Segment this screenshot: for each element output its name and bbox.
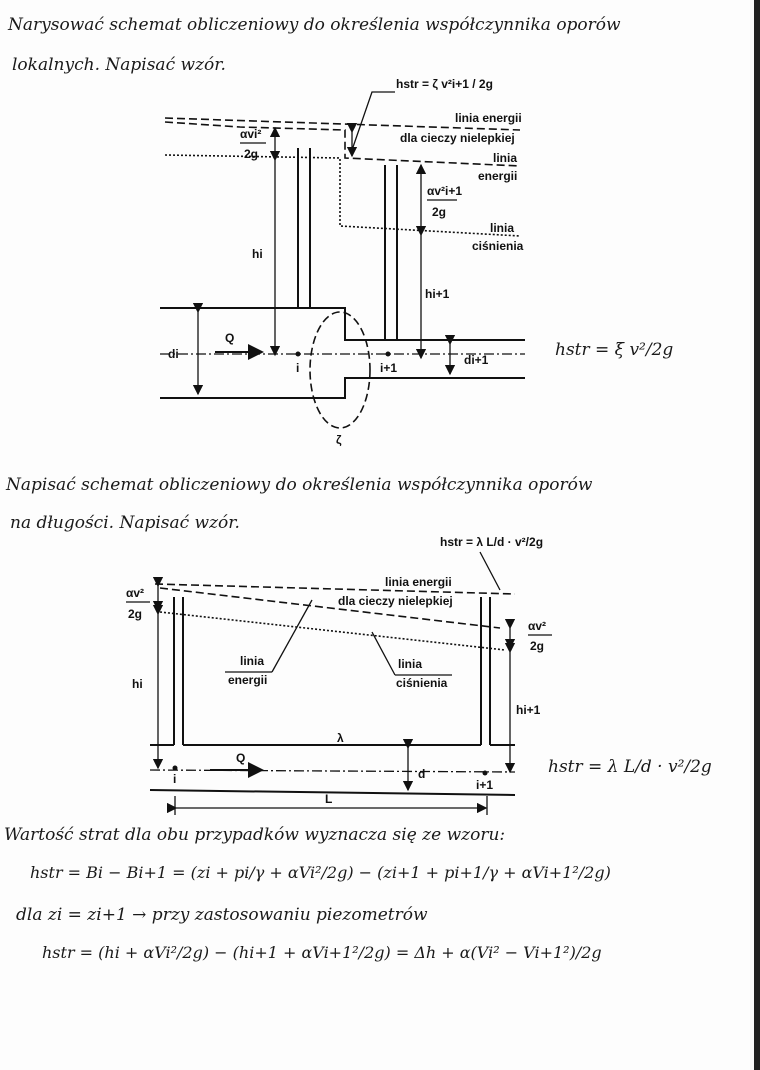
- handwritten-formula-1: hstr = ξ v²/2g: [555, 340, 673, 360]
- velocity-head-i1-num: αv²: [528, 619, 546, 633]
- ideal-energy-line-label-1: linia energii: [455, 111, 522, 125]
- flow-label: Q: [236, 751, 245, 765]
- ideal-energy-line: [154, 583, 516, 595]
- hi1-label: hi+1: [425, 287, 450, 301]
- d-label: d: [418, 767, 425, 781]
- local-loss-diagram: hstr = ζ v²i+1 / 2g linia energii dla ci…: [160, 77, 525, 447]
- lambda-label: λ: [337, 731, 344, 745]
- pipe-axis: [149, 769, 516, 773]
- energy-line-label-2: energii: [478, 169, 517, 183]
- answer-line4: hstr = (hi + αVi²/2g) − (hi+1 + αVi+1²/2…: [42, 943, 602, 962]
- velocity-head-i1-num: αv²i+1: [427, 184, 462, 198]
- di1-label: di+1: [464, 353, 489, 367]
- handwritten-formula-2: hstr = λ L/d · v²/2g: [548, 757, 712, 777]
- local-loss-zone: [309, 311, 371, 429]
- hi-label: hi: [132, 677, 143, 691]
- section-point-i1: [385, 351, 391, 357]
- length-label: L: [325, 792, 332, 806]
- section-point-i: [295, 351, 301, 357]
- energy-line: [159, 587, 501, 629]
- leader-line: [479, 551, 501, 591]
- pressure-line-label-1: linia: [398, 657, 422, 671]
- hstr-formula-label: hstr = ζ v²i+1 / 2g: [396, 77, 493, 91]
- velocity-head-i1-den: 2g: [432, 205, 446, 219]
- velocity-head-i-num: αvi²: [240, 127, 261, 141]
- hi1-label: hi+1: [516, 703, 541, 717]
- section-point-i: [172, 765, 178, 771]
- leader-line: [371, 631, 396, 676]
- leader-line: [271, 599, 313, 673]
- question1-line1: Narysować schemat obliczeniowy do określ…: [7, 15, 621, 35]
- section-i-label: i: [173, 772, 176, 786]
- pressure-line-label-1: linia: [490, 221, 514, 235]
- section-i-label: i: [296, 361, 299, 375]
- pipe-bottom-wall: [149, 789, 516, 796]
- question2-line2: na długości. Napisać wzór.: [10, 513, 240, 533]
- energy-line-label-2: energii: [228, 673, 267, 687]
- pressure-line-label-2: ciśnienia: [396, 676, 448, 690]
- section-i1-label: i+1: [476, 778, 493, 792]
- energy-line-label-1: linia: [493, 151, 517, 165]
- leader-line: [351, 91, 395, 151]
- hstr-formula-label-2: hstr = λ L/d · v²/2g: [440, 535, 543, 549]
- section-point-i1: [482, 770, 488, 776]
- pressure-line: [164, 154, 521, 237]
- pressure-line-label-2: ciśnienia: [472, 239, 524, 253]
- question2-line1: Napisać schemat obliczeniowy do określen…: [5, 475, 593, 495]
- hi-label: hi: [252, 247, 263, 261]
- velocity-head-i-den: 2g: [128, 607, 142, 621]
- pipe-bottom-wall: [160, 377, 525, 399]
- question1-line2: lokalnych. Napisać wzór.: [12, 55, 226, 75]
- ideal-energy-line-label-2: dla cieczy nielepkiej: [338, 594, 453, 608]
- energy-line: [164, 121, 521, 167]
- velocity-head-i-num: αv²: [126, 586, 144, 600]
- di-label: di: [168, 347, 179, 361]
- scan-edge: [754, 0, 760, 1070]
- zeta-label: ζ: [336, 433, 342, 447]
- answer-line2: hstr = Bi − Bi+1 = (zi + pi/γ + αVi²/2g)…: [30, 863, 611, 882]
- pipe-top-wall: [160, 307, 525, 341]
- answer-line1: Wartość strat dla obu przypadków wyznacz…: [4, 825, 505, 845]
- answer-line3: dla zi = zi+1 → przy zastosowaniu piezom…: [16, 905, 428, 925]
- velocity-head-i-den: 2g: [244, 147, 258, 161]
- friction-loss-diagram: hstr = λ L/d · v²/2g linia energii dla c…: [126, 535, 552, 815]
- ideal-energy-line-label-1: linia energii: [385, 575, 452, 589]
- flow-label: Q: [225, 331, 234, 345]
- pressure-line: [159, 611, 506, 651]
- ideal-energy-line-label-2: dla cieczy nielepkiej: [400, 131, 515, 145]
- velocity-head-i1-den: 2g: [530, 639, 544, 653]
- energy-line-label-1: linia: [240, 654, 264, 668]
- section-i1-label: i+1: [380, 361, 397, 375]
